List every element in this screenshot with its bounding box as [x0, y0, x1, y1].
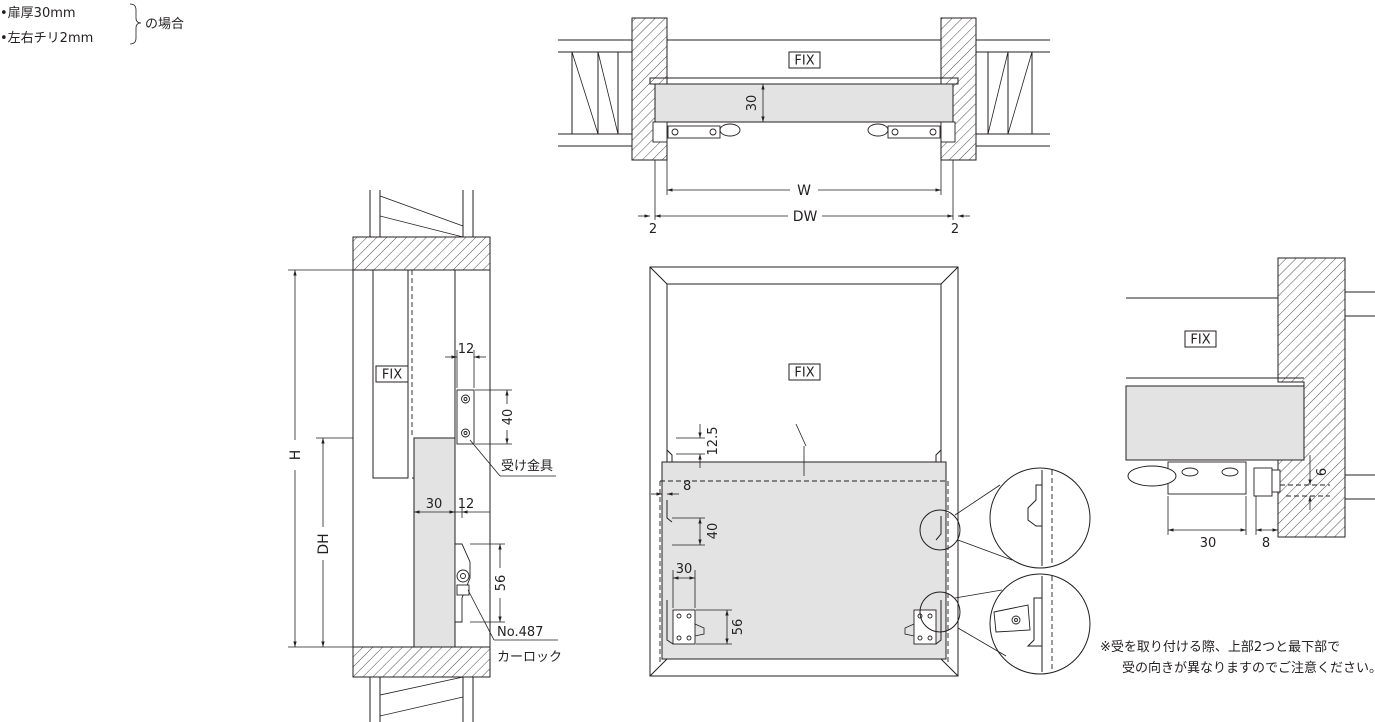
section-model-no: No.487: [497, 625, 543, 640]
elevation-fix-label: FIX: [794, 366, 814, 381]
plan-dw-dim: DW: [793, 209, 818, 225]
section-sill-jamb: [352, 646, 491, 678]
conditions-note: •扉厚30mm •左右チリ2mm の場合: [0, 3, 184, 46]
elevation-dim-56: 56: [731, 619, 746, 636]
elevation-frame: [649, 266, 959, 677]
zoom-details: [954, 467, 1091, 675]
detail-fix-box: [1184, 330, 1217, 348]
section-receiver-label: 受け金具: [501, 458, 553, 474]
plan-clearance-left: 2: [649, 222, 657, 237]
elevation-detail-circle-upper: [919, 509, 961, 551]
plan-framing-left: [558, 39, 632, 147]
note-line-1: ※受を取り付ける際、上部2つと最下部で: [1100, 640, 1340, 655]
installation-note: ※受を取り付ける際、上部2つと最下部で 受の向きが異なりますのでご注意ください。: [1100, 640, 1375, 676]
section-dh-dim: DH: [316, 533, 332, 554]
plan-carlock-right: [867, 121, 956, 143]
zoom-detail-lower: [989, 573, 1091, 675]
section-receiver-bracket: [456, 389, 475, 445]
elevation-bracket-mid-left: [666, 500, 673, 523]
elevation-carlock-bottom-left: [666, 600, 705, 645]
detail-dim-30: 30: [1200, 536, 1217, 551]
plan-fix-box: [788, 51, 821, 69]
condition-side-clearance: •左右チリ2mm: [0, 31, 93, 46]
detail-fix-label: FIX: [1190, 333, 1210, 348]
section-dim-12-mid: 12: [458, 497, 475, 512]
section-model-name: カーロック: [497, 650, 562, 665]
detail-plan: FIX 6 30 8: [1125, 257, 1375, 551]
plan-view: FIX 30 W DW: [558, 17, 1050, 237]
elevation-dim-8: 8: [683, 479, 691, 494]
plan-w-dim: W: [797, 183, 811, 199]
elevation-view: FIX 12.5 8 40 30: [649, 266, 961, 677]
zoom-detail-upper: [989, 467, 1091, 569]
plan-thickness-dim: 30: [745, 95, 760, 112]
section-view: FIX 12 40 受け金具: [288, 190, 562, 722]
section-dim-40: 40: [501, 409, 516, 426]
detail-dim-8: 8: [1262, 536, 1270, 551]
detail-door-leaf: [1125, 385, 1305, 461]
elevation-door-leaf: [661, 461, 947, 660]
condition-brace: [129, 3, 142, 45]
elevation-detail-circle-lower: [919, 591, 961, 633]
plan-framing-right: [975, 39, 1050, 147]
section-dim-56: 56: [494, 575, 509, 592]
section-h-dim: H: [288, 450, 304, 461]
condition-door-thickness: •扉厚30mm: [0, 5, 76, 21]
elevation-carlock-bottom-right: [904, 600, 942, 645]
section-fix-label: FIX: [382, 368, 402, 383]
elevation-bracket-top-left: [666, 438, 673, 462]
section-door-leaf: [413, 437, 456, 648]
section-head-jamb: [352, 236, 491, 271]
section-dim-30: 30: [426, 497, 443, 512]
elevation-dim-40: 40: [706, 523, 721, 540]
plan-clearance-right: 2: [951, 222, 959, 237]
plan-carlock-left: [652, 121, 741, 143]
elevation-dim-30: 30: [676, 562, 693, 577]
note-line-2: 受の向きが異なりますのでご注意ください。: [1122, 660, 1375, 676]
detail-carlock: [1127, 461, 1281, 497]
detail-dim-6: 6: [1315, 468, 1330, 476]
elevation-dim-12-5: 12.5: [706, 427, 721, 456]
section-carlock: [454, 543, 471, 623]
section-dim-12-top: 12: [458, 342, 475, 357]
elevation-fix-box: [788, 363, 821, 381]
section-fix-box: [375, 365, 409, 383]
elevation-bracket-mid-right: [935, 516, 942, 541]
condition-suffix: の場合: [145, 17, 184, 32]
elevation-bracket-top-right: [935, 438, 942, 462]
plan-fix-label: FIX: [794, 54, 814, 69]
plan-door-leaf: [654, 83, 954, 123]
